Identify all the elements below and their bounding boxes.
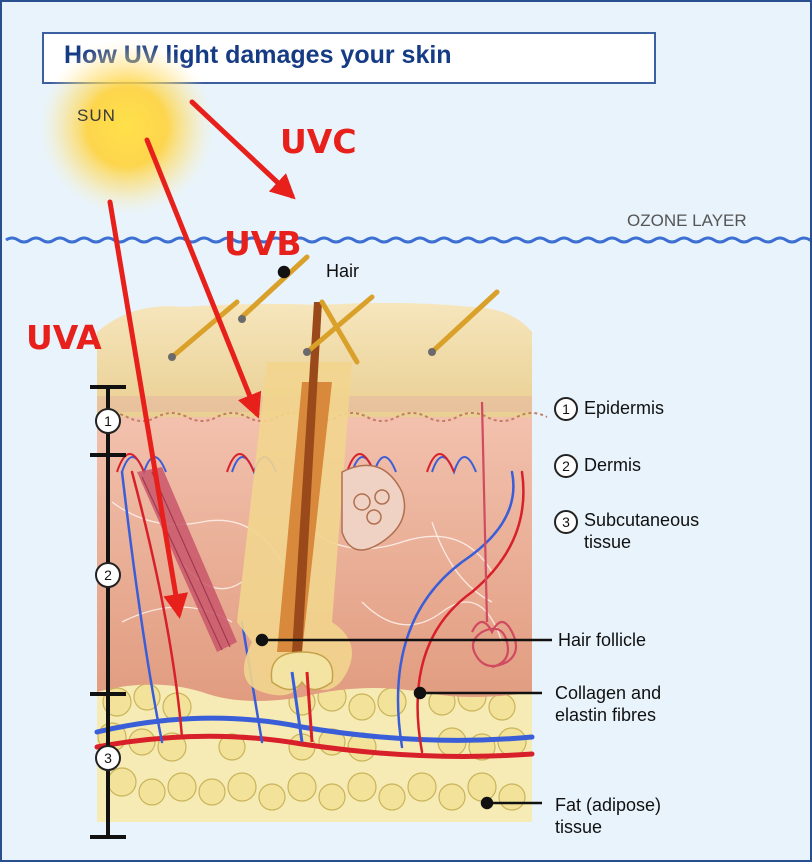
ozone-wavy-line-icon [6,238,812,242]
legend-subcutaneous: Subcutaneous [584,510,699,531]
scale-number-3: 3 [95,745,121,771]
hair-label: Hair [326,260,359,282]
legend-number-2: 2 [554,454,578,478]
collagen-label-line2: elastin fibres [555,704,656,726]
uva-label: UVA [26,318,102,357]
scale-number-2: 2 [95,562,121,588]
legend-dermis: Dermis [584,455,641,476]
collagen-label-line1: Collagen and [555,682,661,704]
legend-number-1: 1 [554,397,578,421]
uvb-label: UVB [224,224,302,263]
fat-label-line2: tissue [555,816,602,838]
ozone-layer-label: OZONE LAYER [627,211,747,231]
scale-number-1: 1 [95,408,121,434]
legend-number-3: 3 [554,510,578,534]
sun-label: SUN [77,106,116,126]
fat-label-line1: Fat (adipose) [555,794,661,816]
uvc-label: UVC [280,122,357,161]
legend-subcutaneous-tissue: tissue [584,532,631,553]
hair-follicle-label: Hair follicle [558,629,646,651]
legend-epidermis: Epidermis [584,398,664,419]
sun-glow-icon [39,39,215,215]
